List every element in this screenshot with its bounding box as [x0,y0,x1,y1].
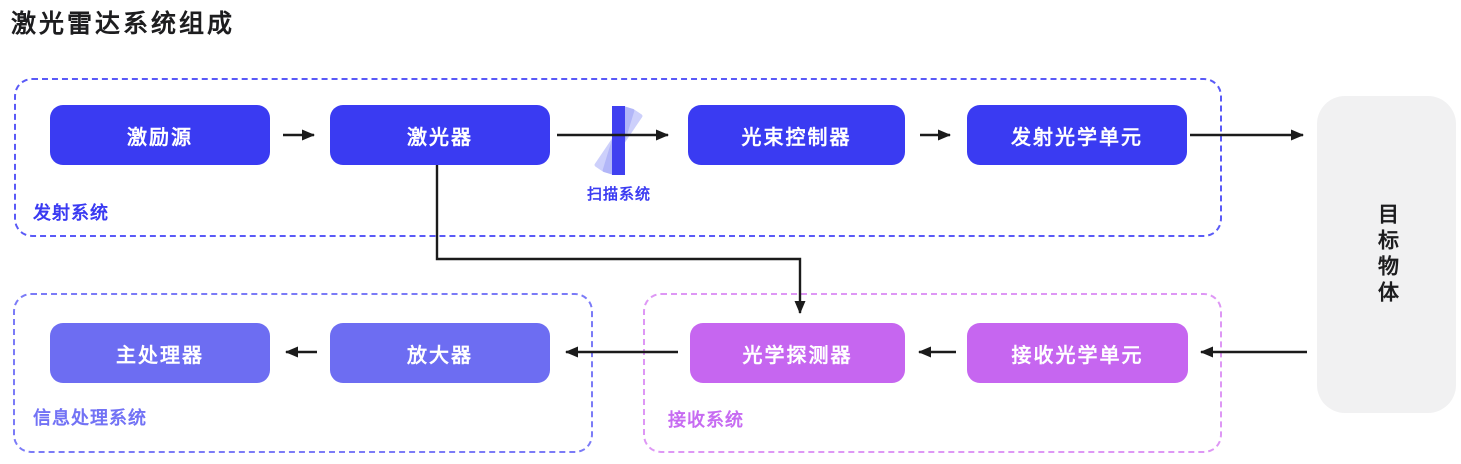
scanner-mirror-icon [612,106,625,175]
group-info-processing-system [13,293,593,453]
node-excitation-source: 激励源 [50,105,270,165]
node-transmit-optical-unit: 发射光学单元 [967,105,1187,165]
node-amplifier: 放大器 [330,323,550,383]
target-object-box: 目标物体 [1317,96,1456,413]
scanner-label: 扫描系统 [586,186,651,203]
group-receive-label: 接收系统 [668,410,744,430]
node-optical-detector: 光学探测器 [690,323,905,383]
node-receive-optical-unit: 接收光学单元 [967,323,1188,383]
node-main-processor: 主处理器 [50,323,270,383]
page-title: 激光雷达系统组成 [11,10,236,38]
group-receive-system [643,293,1222,453]
group-transmit-label: 发射系统 [33,203,109,223]
node-beam-controller: 光束控制器 [688,105,905,165]
target-object-label: 目标物体 [1375,202,1399,307]
group-info-label: 信息处理系统 [33,408,147,428]
node-laser: 激光器 [330,105,550,165]
